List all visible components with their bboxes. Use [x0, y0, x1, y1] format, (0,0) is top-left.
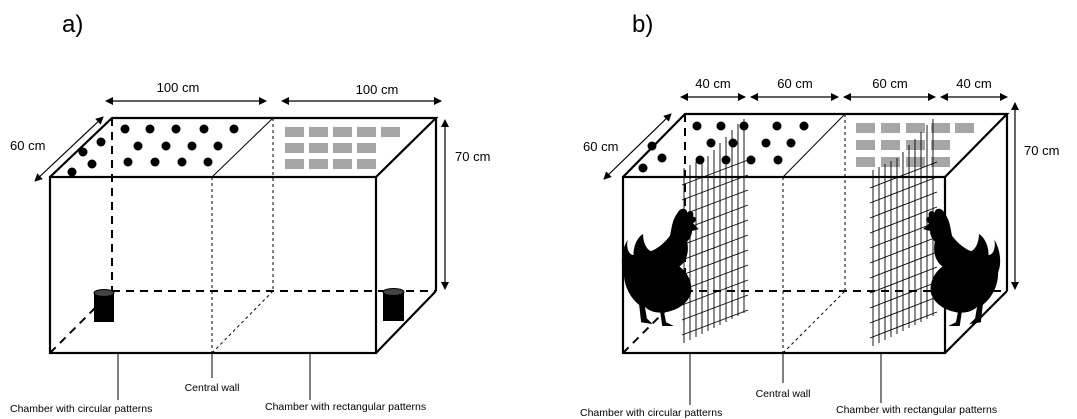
circular-pattern-b	[638, 121, 809, 173]
circular-pattern-a	[67, 124, 239, 177]
panel-a: a)	[10, 11, 490, 415]
dim-b-2: 60 cm	[777, 76, 812, 91]
rectangular-pattern-b	[856, 123, 974, 167]
dim-b-depth: 60 cm	[583, 139, 618, 154]
caption-a-central: Central wall	[185, 382, 240, 394]
dim-b-4: 40 cm	[956, 76, 991, 91]
mesh-partition-left	[681, 119, 749, 343]
caption-a-circular: Chamber with circular patterns	[10, 403, 152, 415]
dim-a-height: 70 cm	[455, 149, 490, 164]
caption-b-rectangular: Chamber with rectangular patterns	[836, 404, 997, 416]
panel-b: b)	[580, 11, 1059, 419]
mesh-partition-right	[869, 119, 938, 346]
rectangular-pattern-a	[285, 127, 400, 169]
dim-a-depth: 60 cm	[10, 138, 45, 153]
dim-a-width-left: 100 cm	[157, 80, 200, 95]
dim-b-3: 60 cm	[872, 76, 907, 91]
hen-left-icon	[621, 208, 699, 327]
cylinder-right-a	[382, 288, 405, 321]
dim-b-1: 40 cm	[695, 76, 730, 91]
dim-arrow-b-depth	[603, 113, 672, 180]
panel-b-label: b)	[632, 11, 653, 38]
panel-a-label: a)	[62, 11, 83, 38]
dim-b-height: 70 cm	[1024, 143, 1059, 158]
cylinder-left-a	[93, 289, 115, 322]
dim-a-width-right: 100 cm	[356, 82, 399, 97]
dim-arrow-a-depth	[34, 116, 104, 182]
caption-b-circular: Chamber with circular patterns	[580, 407, 722, 419]
caption-b-central: Central wall	[756, 388, 811, 400]
caption-a-rectangular: Chamber with rectangular patterns	[265, 401, 426, 413]
